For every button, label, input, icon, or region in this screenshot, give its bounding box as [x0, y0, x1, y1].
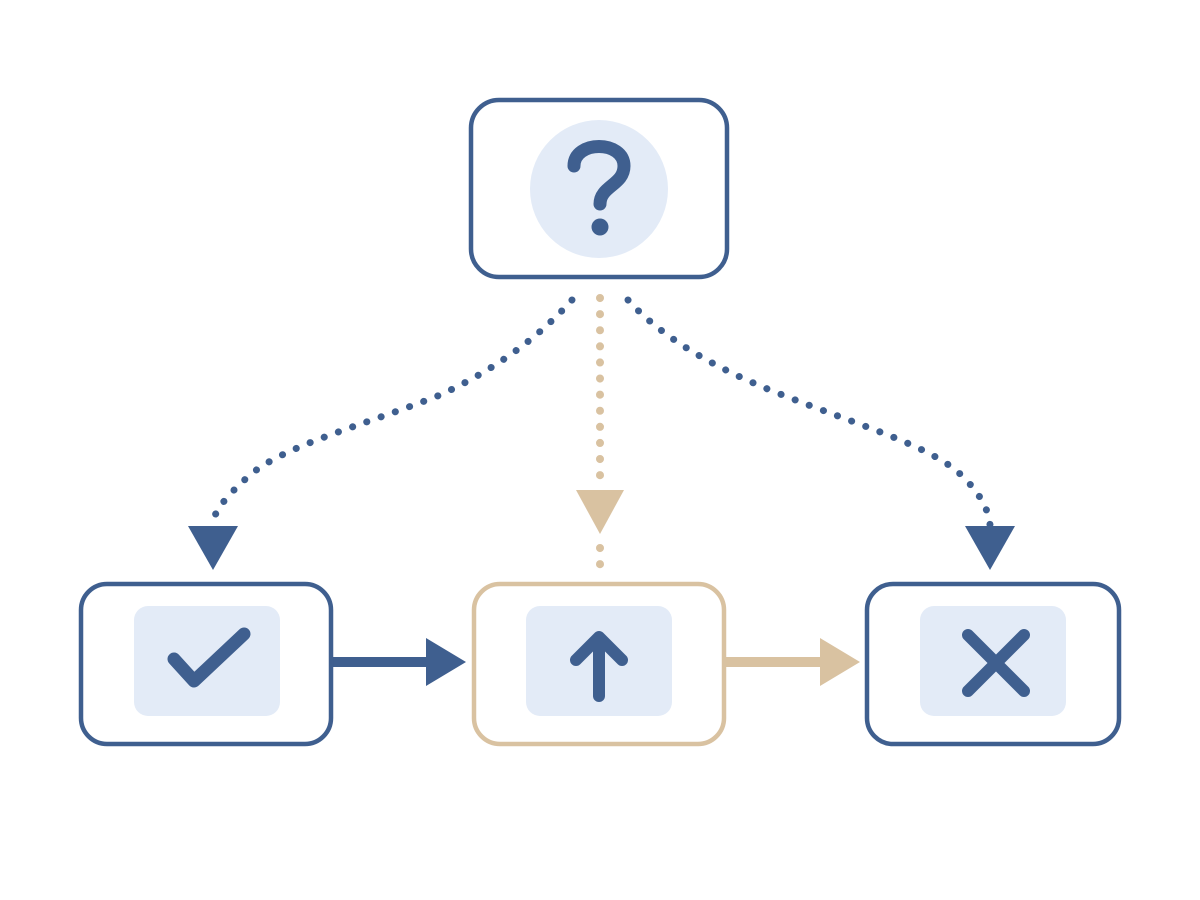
arrowhead-right-icon — [820, 638, 860, 686]
arrow-up-icon — [570, 631, 628, 702]
decision-node — [468, 97, 730, 280]
approved-node — [78, 581, 334, 747]
dotted-connector-to-escalated — [576, 294, 624, 578]
arrowhead-down-icon — [965, 526, 1015, 570]
checkmark-icon — [167, 627, 251, 688]
arrowhead-down-icon — [188, 526, 238, 570]
solid-connector-approved-to-escalated — [332, 638, 466, 686]
question-mark-icon — [567, 140, 631, 236]
x-mark-icon — [962, 629, 1030, 697]
escalated-node — [471, 581, 727, 747]
rejected-node — [864, 581, 1122, 747]
solid-connector-escalated-to-rejected — [725, 638, 860, 686]
arrowhead-right-icon — [426, 638, 466, 686]
dotted-connector-to-rejected — [624, 296, 1015, 570]
dotted-connector-to-approved — [188, 296, 576, 570]
arrowhead-down-icon — [576, 490, 624, 534]
